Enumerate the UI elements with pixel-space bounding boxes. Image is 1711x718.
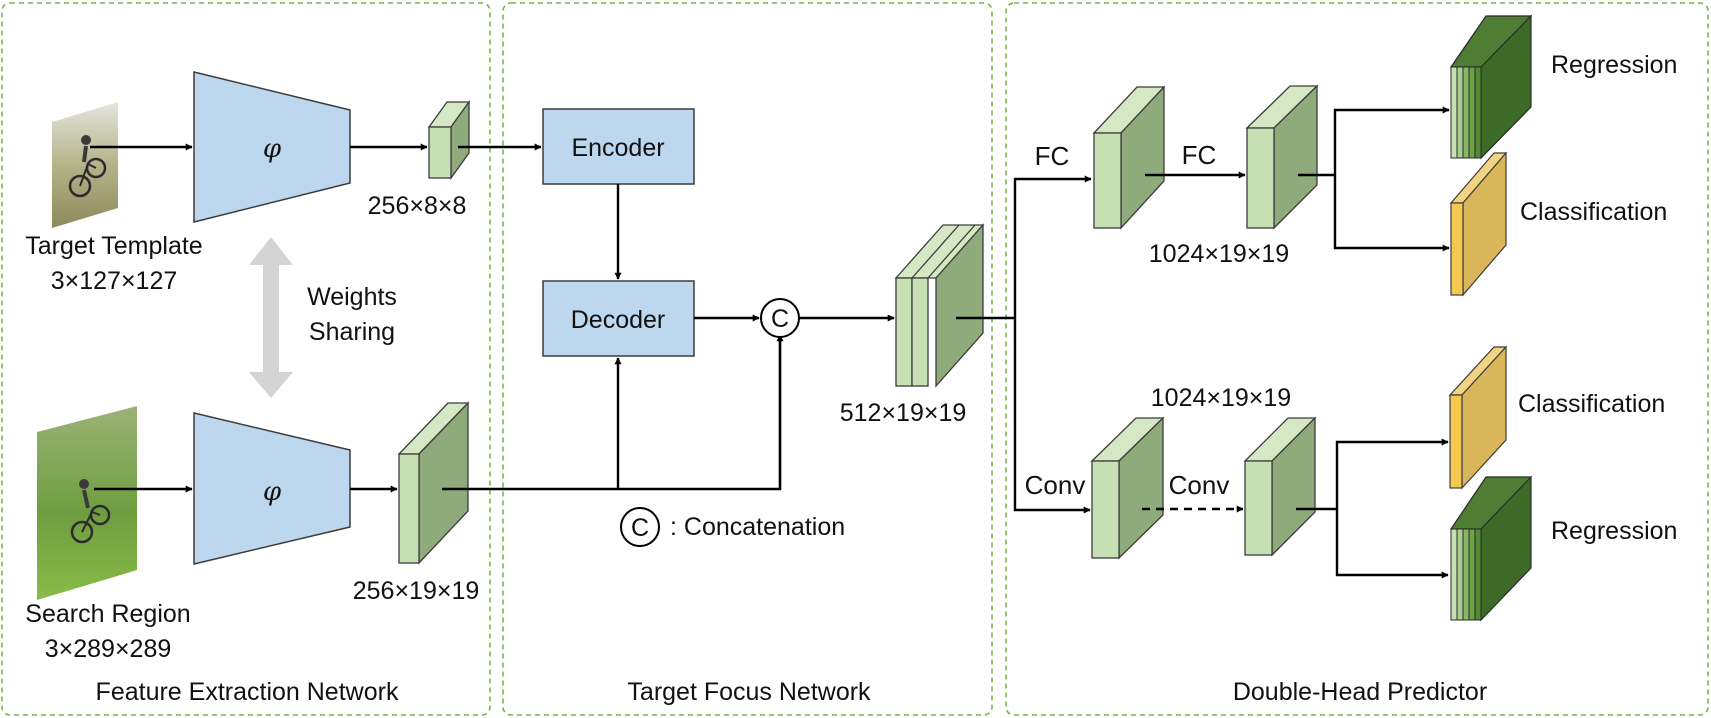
- concat-legend-text: : Concatenation: [670, 513, 845, 541]
- conv-feature-size: 1024×19×19: [1151, 384, 1291, 412]
- weights-sharing-label-1: Weights: [307, 283, 397, 311]
- search-label: Search Region: [25, 600, 190, 628]
- feature-extraction-panel: [1, 2, 491, 716]
- feature-extraction-title: Feature Extraction Network: [96, 678, 399, 706]
- fc-classification-label: Classification: [1520, 198, 1667, 226]
- conv-regression-output: [1449, 475, 1533, 622]
- target-focus-title: Target Focus Network: [627, 678, 871, 706]
- template-feature-size: 256×8×8: [368, 192, 467, 220]
- search-feature-route: [442, 337, 782, 491]
- double-head-panel: [1005, 2, 1709, 716]
- fc-classification-output: [1449, 151, 1508, 297]
- weights-sharing-label-2: Sharing: [309, 318, 395, 346]
- fc-regression-output: [1449, 14, 1533, 160]
- conv-feature-map-2: [1243, 416, 1317, 557]
- search-feature-size: 256×19×19: [353, 577, 480, 605]
- conv-to-classification-arrow: [1335, 438, 1449, 509]
- conv-feature-map-1: [1090, 416, 1165, 560]
- template-feature-map: [427, 99, 471, 181]
- conv-regression-label: Regression: [1551, 517, 1677, 545]
- template-backbone-symbol: φ: [263, 134, 282, 164]
- concat-legend-symbol-letter: C: [631, 514, 649, 542]
- fc-regression-label: Regression: [1551, 51, 1677, 79]
- fc-feature-map-2: [1245, 84, 1319, 230]
- conv-branch-route: [1013, 318, 1091, 514]
- fused-feature-map: [894, 223, 985, 388]
- target-focus-panel: [502, 2, 993, 716]
- weights-sharing-arrow-icon: [249, 237, 293, 398]
- decoder-block: [542, 280, 695, 357]
- concat-symbol: C: [771, 305, 789, 333]
- search-backbone: [193, 412, 351, 565]
- search-backbone-symbol: φ: [263, 477, 282, 507]
- template-label: Target Template: [25, 232, 202, 260]
- conv-label-1: Conv: [1025, 470, 1086, 500]
- template-size: 3×127×127: [51, 267, 178, 295]
- conv-classification-label: Classification: [1518, 390, 1665, 418]
- fused-feature-size: 512×19×19: [840, 399, 967, 427]
- fc-label-1: FC: [1035, 141, 1070, 171]
- fc-branch-route: [1013, 175, 1092, 318]
- target-template-image: [52, 102, 118, 228]
- fc-to-regression-arrow: [1333, 106, 1450, 175]
- concat-legend-symbol: [620, 507, 660, 547]
- fc-to-classification-arrow: [1333, 175, 1450, 252]
- decoder-label: Decoder: [571, 306, 666, 334]
- conv-to-regression-arrow: [1335, 509, 1449, 579]
- conv-label-2: Conv: [1169, 470, 1230, 500]
- encoder-label: Encoder: [571, 134, 664, 162]
- fc-feature-map-1: [1092, 85, 1166, 230]
- double-head-title: Double-Head Predictor: [1233, 678, 1487, 706]
- fc-label-2: FC: [1182, 140, 1217, 170]
- fc-feature-size: 1024×19×19: [1149, 240, 1289, 268]
- search-size: 3×289×289: [45, 635, 172, 663]
- template-backbone: [193, 71, 351, 223]
- search-feature-map: [397, 401, 470, 565]
- search-region-image: [37, 406, 137, 600]
- conv-classification-output: [1448, 345, 1508, 490]
